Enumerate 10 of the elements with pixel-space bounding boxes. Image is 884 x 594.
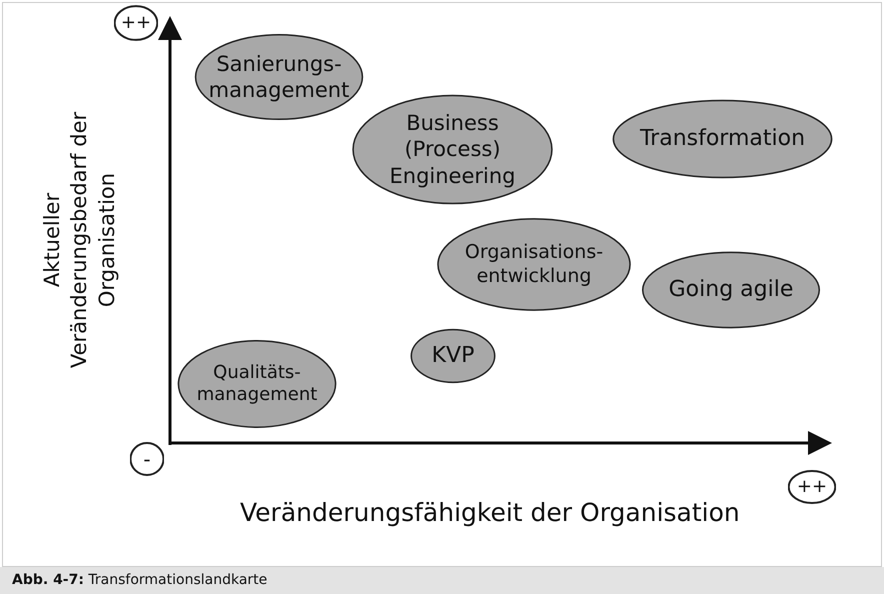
blob-shape: Transformation [610,98,835,180]
x-axis-title: Veränderungsfähigkeit der Organisation [240,498,740,527]
blob-shape: KVP [410,328,496,384]
y-axis-title: Aktueller Veränderungsbedarf der Organisation [39,110,120,370]
blob-shape: Business (Process) Engineering [350,92,555,207]
blob-shape: Organisations-entwicklung [435,216,633,313]
figure-caption: Abb. 4-7: Transformationslandkarte [12,572,268,588]
blob-shape: Going agile [640,250,822,330]
blob-shape: Sanierungs-management [193,32,365,122]
blob-shape: Qualitäts-management [176,338,338,430]
